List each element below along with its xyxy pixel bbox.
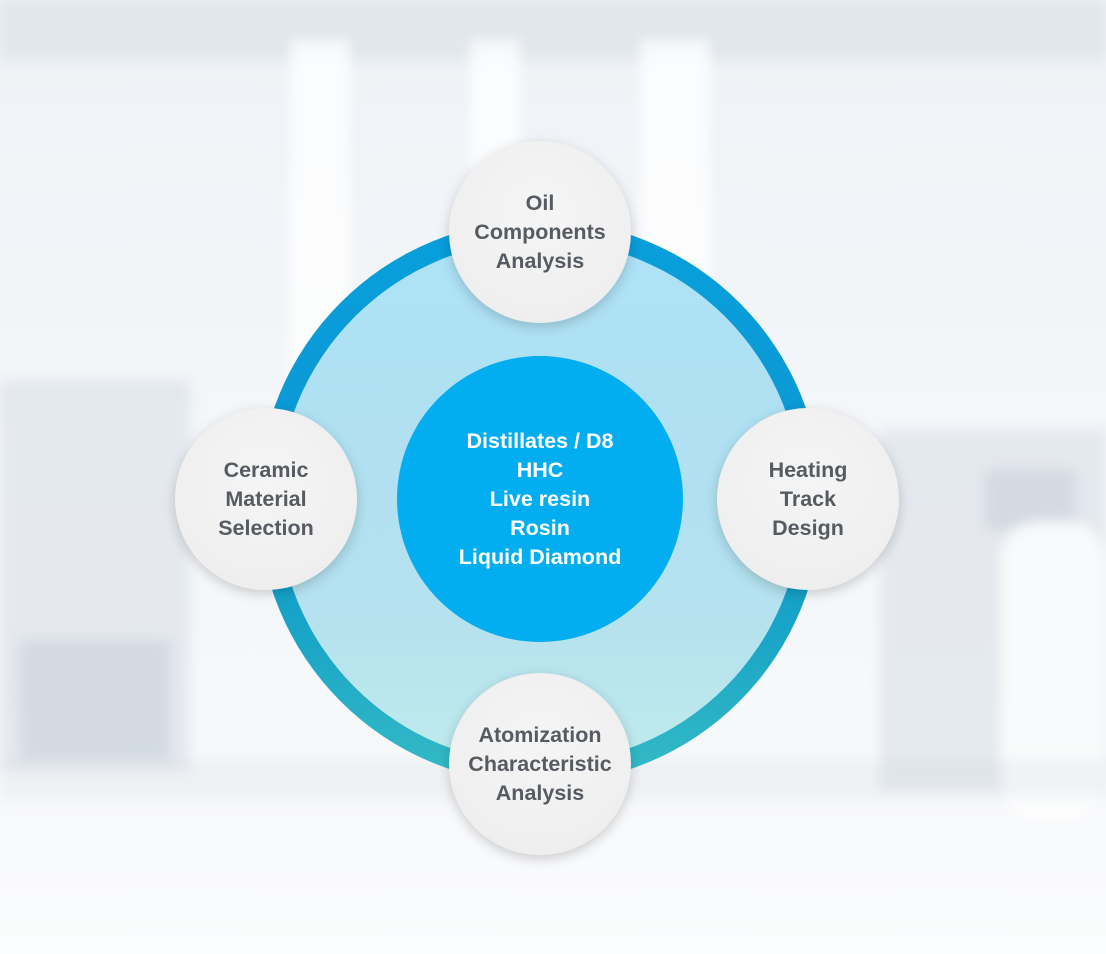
center-line-liquid-diamond: Liquid Diamond bbox=[458, 544, 622, 569]
node-label-line: Oil bbox=[525, 190, 555, 215]
center-line-hhc: HHC bbox=[516, 457, 564, 482]
node-label-line: Atomization bbox=[478, 722, 602, 747]
background-panel bbox=[0, 0, 1106, 60]
center-line-distillates: Distillates / D8 bbox=[466, 428, 614, 453]
node-atomization-characteristic-analysis: Atomization Characteristic Analysis bbox=[449, 673, 631, 855]
center-line-live-resin: Live resin bbox=[489, 486, 591, 511]
node-label-line: Material bbox=[225, 486, 307, 511]
node-oil-components-analysis: Oil Components Analysis bbox=[449, 141, 631, 323]
background-machine bbox=[0, 380, 190, 770]
node-label-line: Ceramic bbox=[223, 457, 309, 482]
node-label-line: Design bbox=[772, 515, 844, 540]
node-label-line: Selection bbox=[218, 515, 314, 540]
node-label-line: Analysis bbox=[495, 248, 585, 273]
node-label-line: Track bbox=[779, 486, 837, 511]
node-label-line: Components bbox=[474, 219, 606, 244]
node-label-line: Characteristic bbox=[468, 751, 612, 776]
background-machine bbox=[20, 640, 170, 760]
node-label-line: Analysis bbox=[495, 780, 585, 805]
background-figure bbox=[1000, 520, 1106, 820]
node-ceramic-material-selection: Ceramic Material Selection bbox=[175, 408, 357, 590]
center-circle: Distillates / D8 HHC Live resin Rosin Li… bbox=[397, 356, 683, 642]
center-line-rosin: Rosin bbox=[510, 515, 570, 540]
node-heating-track-design: Heating Track Design bbox=[717, 408, 899, 590]
node-label-line: Heating bbox=[768, 457, 848, 482]
